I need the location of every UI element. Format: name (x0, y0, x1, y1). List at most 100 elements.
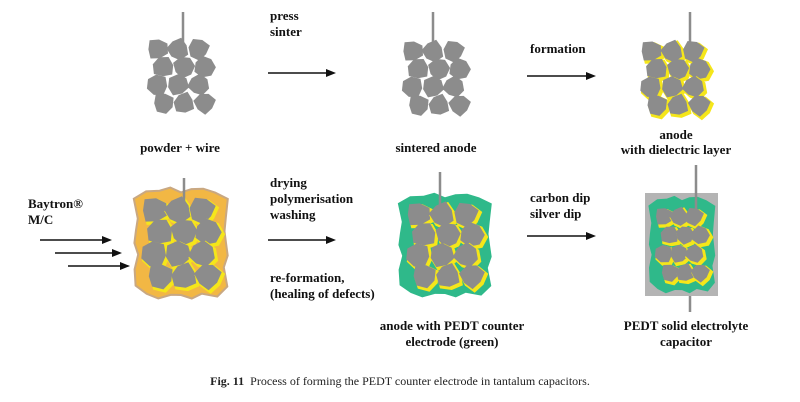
label-pedt-electrode: electrode (green) (405, 334, 499, 349)
dielectric-cluster-grain (660, 39, 683, 63)
sintered-cluster-grain (428, 93, 450, 115)
label-reformation: re-formation, (270, 270, 345, 285)
sintered-cluster-grain (421, 39, 444, 63)
label-anode: anode (659, 127, 693, 142)
pedt-cluster-grain (407, 203, 431, 226)
label-sintered-anode: sintered anode (395, 140, 477, 155)
capacitor-cluster-grain (669, 206, 688, 226)
label-silver-dip: silver dip (530, 206, 582, 221)
powder-cluster-grain (173, 56, 196, 79)
sintered-cluster-grain (428, 58, 451, 81)
pedt-cluster-grain (412, 223, 436, 246)
pedt-cluster-grain (452, 242, 478, 267)
pedt-cluster-grain (413, 265, 436, 289)
capacitor-cluster-grain (684, 244, 704, 263)
dielectric-cluster-grain (687, 95, 711, 117)
dielectric-cluster-grain (667, 58, 690, 81)
pedt-cluster-grain (454, 202, 479, 228)
dielectric-cluster-grain (667, 93, 689, 115)
sintered-cluster-grain (423, 76, 444, 98)
dielectric-cluster-grain (647, 95, 667, 116)
powder-cluster-grain (146, 74, 168, 95)
arrow-polymerisation-head (326, 236, 336, 244)
dielectric-cluster-grain (641, 41, 662, 61)
dielectric-cluster-grain (662, 76, 683, 98)
monomer-cluster-grain (148, 264, 173, 290)
label-dielectric-layer: with dielectric layer (620, 142, 732, 157)
powder-cluster-grain (194, 55, 216, 78)
label-drying: drying (270, 175, 307, 190)
arrow-impregnation-3-head (120, 262, 130, 270)
monomer-cluster-grain (171, 262, 197, 288)
label-pedt-capacitor: PEDT solid electrolyte (623, 318, 749, 333)
arrow-impregnation-1-head (102, 236, 112, 244)
sintered-cluster-grain (448, 95, 471, 117)
capacitor-cluster-grain (685, 207, 704, 227)
powder-cluster-grain (168, 74, 189, 96)
dielectric-cluster-grain (646, 59, 667, 79)
label-capacitor: capacitor (660, 334, 712, 349)
arrow-dip-head (586, 232, 596, 240)
monomer-cluster-grain (189, 197, 216, 225)
capacitor-cluster-grain (690, 264, 710, 283)
label-formation: formation (530, 41, 586, 56)
label-carbon-dip: carbon dip (530, 190, 591, 205)
label-washing: washing (270, 207, 316, 222)
pedt-cluster-grain (430, 243, 455, 268)
dielectric-cluster-grain (681, 75, 704, 98)
capacitor-cluster-grain (691, 225, 710, 244)
label-healing: (healing of defects) (270, 286, 375, 301)
sintered-cluster-grain (442, 75, 465, 98)
pedt-cluster-grain (460, 221, 485, 247)
pedt-cluster-grain (436, 263, 460, 287)
caption-number: Fig. 11 (210, 374, 245, 388)
capacitor-cluster-grain (660, 226, 679, 244)
dielectric-cluster-grain (640, 76, 661, 97)
monomer-cluster-grain (147, 219, 172, 244)
powder-cluster-grain (148, 39, 168, 59)
arrow-impregnation-2-head (112, 249, 122, 257)
caption-text: Process of forming the PEDT counter elec… (250, 374, 590, 388)
monomer-cluster-grain (143, 198, 167, 222)
powder-cluster-grain (193, 93, 216, 115)
monomer-cluster-grain (165, 240, 192, 267)
monomer-cluster-grain (170, 219, 198, 246)
label-press: press (270, 8, 299, 23)
powder-cluster-grain (152, 57, 174, 77)
arrow-press-sinter-head (326, 69, 336, 77)
capacitor-cluster-grain (670, 244, 689, 263)
sintered-cluster-grain (407, 59, 429, 79)
dielectric-cluster-grain (683, 41, 705, 63)
label-polymerisation: polymerisation (270, 191, 354, 206)
monomer-cluster-grain (141, 241, 166, 267)
pedt-cluster-grain (459, 265, 485, 290)
label-powder-wire: powder + wire (140, 140, 220, 155)
powder-cluster-grain (154, 93, 174, 114)
sintered-cluster-grain (409, 95, 429, 116)
sintered-cluster-grain (401, 76, 423, 97)
capacitor-cluster-grain (676, 263, 694, 281)
sintered-cluster-grain (449, 57, 471, 80)
pedt-cluster-grain (406, 243, 430, 267)
dielectric-cluster-grain (689, 57, 711, 80)
powder-cluster-grain (166, 37, 189, 61)
sintered-cluster-grain (443, 41, 465, 63)
figure-caption: Fig. 11 Process of forming the PEDT count… (0, 374, 800, 389)
capacitor-cluster-grain (661, 264, 679, 282)
powder-cluster-grain (187, 73, 210, 96)
label-baytron: Baytron® (28, 196, 83, 211)
label-pedt-anode: anode with PEDT counter (379, 318, 525, 333)
label-sinter: sinter (270, 24, 302, 39)
monomer-cluster-grain (195, 218, 222, 245)
arrow-formation-head (586, 72, 596, 80)
monomer-cluster-grain (194, 264, 222, 291)
capacitor-cluster-grain (675, 226, 695, 245)
label-mc: M/C (28, 212, 54, 227)
monomer-cluster-grain (187, 240, 215, 267)
powder-cluster-grain (188, 39, 210, 61)
powder-cluster-grain (173, 91, 195, 113)
capacitor-cluster-grain (656, 208, 673, 225)
pedt-cluster-grain (435, 223, 461, 248)
